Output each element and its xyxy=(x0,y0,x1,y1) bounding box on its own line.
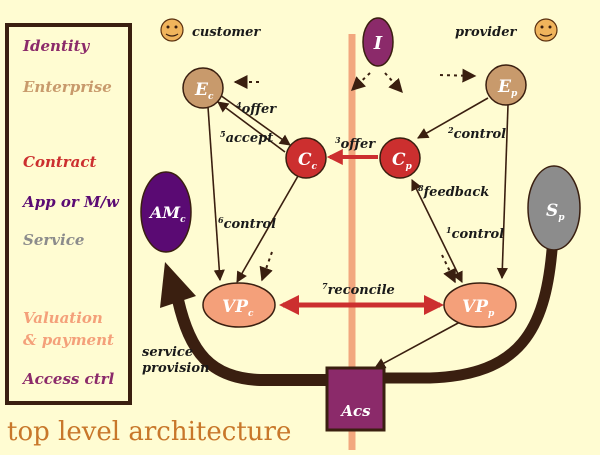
node-service-p: Sp xyxy=(527,165,581,251)
label-offer3: 3offer xyxy=(335,135,376,152)
legend-box xyxy=(5,23,132,405)
node-enterprise-p: Ep xyxy=(485,64,527,106)
provider-label: provider xyxy=(455,25,517,40)
label-accept5: 5accept xyxy=(220,129,273,146)
service-flow-left xyxy=(172,298,360,386)
edge-ep-vpp xyxy=(496,104,509,280)
label-control2: 2control xyxy=(447,125,506,142)
node-access: Acs xyxy=(325,366,386,432)
label-service-provision: service provision xyxy=(142,345,209,376)
node-contract-c: Cc xyxy=(285,137,327,179)
legend-contract: Contract xyxy=(23,153,97,171)
dotted-arrow-vpc xyxy=(259,251,273,282)
edge-offer4 xyxy=(219,94,291,146)
edge-control2 xyxy=(417,97,489,139)
node-service-p-label: Sp xyxy=(546,201,565,223)
legend-enterprise: Enterprise xyxy=(22,78,112,96)
edge-ec-vpc xyxy=(207,106,225,282)
edge-feedback-control xyxy=(411,178,463,284)
label-offer4: 4offer xyxy=(236,100,277,117)
customer-label: customer xyxy=(192,25,261,40)
node-valuation-p-label: VPp xyxy=(462,297,495,319)
label-control1: 1control xyxy=(446,225,504,242)
node-identity: I xyxy=(362,17,394,67)
node-contract-p: Cp xyxy=(379,137,421,179)
node-app-c-label: AMc xyxy=(148,203,186,225)
provider-smiley-icon xyxy=(534,18,558,42)
dotted-arrow-vpp xyxy=(441,254,456,284)
label-control6: 6control xyxy=(218,215,276,232)
legend-valuation: Valuation & payment xyxy=(23,309,114,349)
node-valuation-c-label: VPc xyxy=(222,297,254,319)
service-flow-right xyxy=(354,244,558,384)
node-enterprise-p-label: Ep xyxy=(497,77,518,99)
label-service-line1: service xyxy=(142,345,193,360)
legend-service: Service xyxy=(23,231,84,249)
legend-valuation-line2: & payment xyxy=(23,331,114,349)
node-access-label: Acs xyxy=(339,402,371,420)
node-identity-label: I xyxy=(373,33,383,54)
diagram-title: top level architecture xyxy=(7,417,291,447)
dotted-arrow-ep xyxy=(439,68,477,83)
service-flow-arrowhead xyxy=(160,262,196,308)
label-service-line2: provision xyxy=(142,361,209,376)
node-contract-c-label: Cc xyxy=(298,150,318,172)
customer-smiley-icon xyxy=(160,18,184,42)
node-enterprise-c: Ec xyxy=(182,67,224,109)
edge-control6 xyxy=(236,175,299,283)
label-reconcile7: 7reconcile xyxy=(322,281,395,298)
legend-identity: Identity xyxy=(22,37,91,55)
dotted-arrow-i-right xyxy=(384,72,403,94)
label-feedback8: 8feedback xyxy=(418,183,489,200)
legend-app: App or M/w xyxy=(21,193,120,211)
node-enterprise-c-label: Ec xyxy=(194,80,214,102)
edge-accept5 xyxy=(217,101,286,153)
edge-vpp-acs xyxy=(374,321,461,369)
legend-valuation-line1: Valuation xyxy=(23,309,103,327)
legend-access: Access ctrl xyxy=(21,370,115,388)
node-contract-p-label: Cp xyxy=(392,150,413,172)
node-valuation-c: VPc xyxy=(202,282,276,328)
node-app-c: AMc xyxy=(140,171,192,253)
node-valuation-p: VPp xyxy=(443,282,517,328)
